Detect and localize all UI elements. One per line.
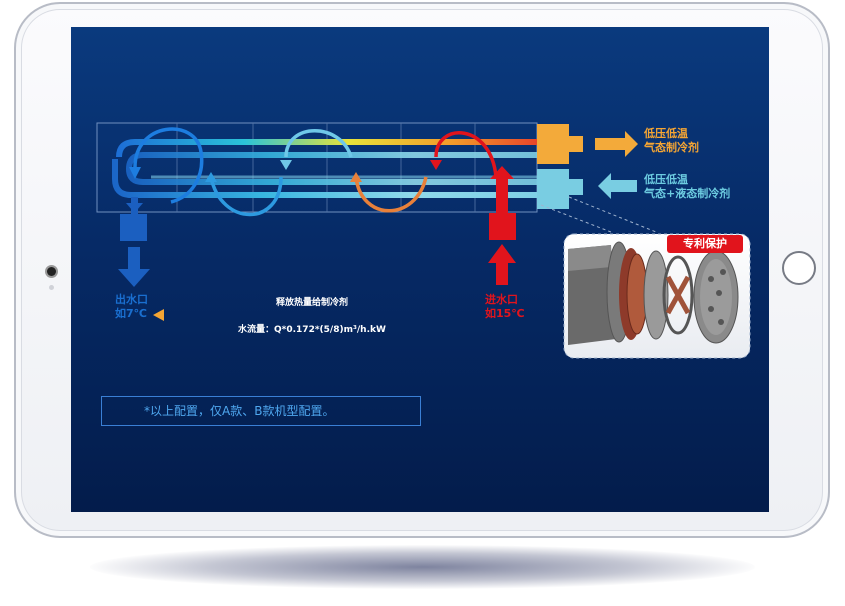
camera-icon: [47, 267, 56, 276]
water-in-arrow-icon: [488, 244, 516, 263]
water-out-label-1: 出水口: [115, 293, 148, 306]
home-button[interactable]: [782, 251, 816, 285]
water-out-label-2: 如7℃: [115, 307, 147, 320]
footnote-box: *以上配置，仅A款、B款机型配置。: [101, 396, 421, 426]
flow-formula-label: 水流量：Q*0.172*(5/8)m³/h.kW: [238, 325, 386, 335]
screen: 低压低温 气态制冷剂 低压低温 气态+液态制冷剂 出水口 如7℃ 进水口 如15…: [71, 27, 769, 512]
patent-component-image: [563, 233, 751, 359]
water-inlet-box: [489, 213, 516, 240]
mixed-in-arrow-icon: [598, 173, 637, 199]
mixed-inlet-header: [537, 169, 569, 209]
sensor-dot: [49, 285, 54, 290]
gas-out-label-2: 气态制冷剂: [644, 141, 699, 154]
gas-outlet-header: [537, 124, 569, 164]
water-in-label-1: 进水口: [485, 293, 518, 306]
water-outlet-box: [120, 214, 147, 241]
refrigerant-tubes: [112, 139, 537, 198]
patent-badge: 专利保护: [667, 235, 743, 253]
shell-outline: [96, 122, 538, 213]
heat-release-label: 释放热量给制冷剂: [276, 298, 349, 308]
water-out-arrow-icon: [118, 269, 150, 287]
heat-exchanger-diagram: [96, 122, 751, 359]
mixed-in-label-1: 低压低温: [644, 173, 688, 186]
device-shadow: [90, 545, 755, 589]
gas-out-label-1: 低压低温: [644, 127, 688, 140]
water-in-label-2: 如15℃: [485, 307, 525, 320]
gas-out-arrow-icon: [595, 131, 638, 157]
mixed-in-label-2: 气态+液态制冷剂: [644, 187, 731, 200]
footnote-text: *以上配置，仅A款、B款机型配置。: [144, 404, 335, 418]
flow-swirls: [133, 127, 498, 217]
